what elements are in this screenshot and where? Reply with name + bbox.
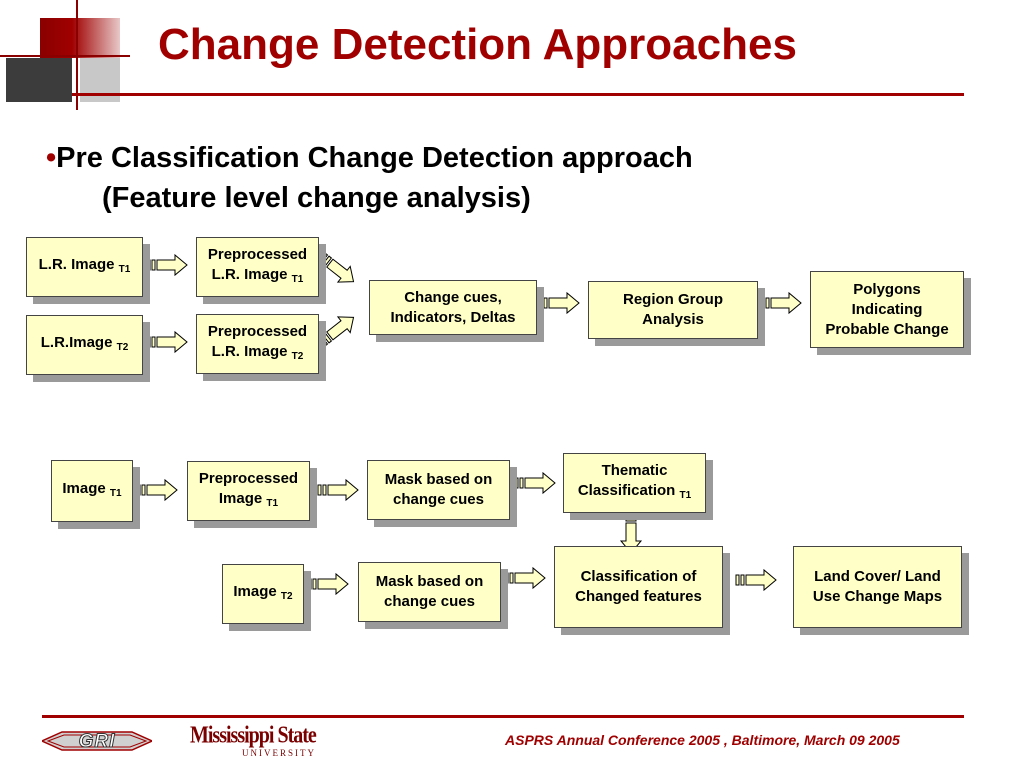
- polygons-line3: Probable Change: [825, 320, 949, 338]
- arrow-pre-to-mask1: [317, 479, 359, 501]
- pre-image-t1-sub: T1: [266, 497, 279, 509]
- box-mask-t2: Mask based on change cues: [358, 562, 501, 622]
- pre-image-t1-line1: Preprocessed: [198, 469, 299, 487]
- msu-logo: Mississippi State UNIVERSITY: [190, 722, 320, 764]
- footer-rule: [42, 715, 964, 718]
- image-t1-label: Image: [62, 479, 106, 497]
- bullet-dot: •: [46, 142, 57, 174]
- mask-t2-line1: Mask based on: [375, 573, 484, 590]
- thematic-line2: Classification: [577, 481, 676, 499]
- land-cover-line1: Land Cover/ Land: [814, 568, 941, 585]
- corner-square-dark: [6, 58, 72, 102]
- region-group-line2: Analysis: [642, 311, 704, 328]
- pre-image-t1-line2: Image: [218, 489, 263, 507]
- lr-image-t2-label: L.R.Image: [40, 333, 113, 351]
- title-rule: [72, 93, 964, 96]
- box-lr-image-t1: L.R. Image T1: [26, 237, 143, 297]
- arrow-region-to-polygons: [760, 292, 802, 314]
- mask-t1-line1: Mask based on: [384, 471, 493, 488]
- arrow-img1-to-pre: [136, 479, 178, 501]
- arrow-classification-to-landcover: [735, 569, 777, 591]
- arrow-mask2-to-classification: [504, 567, 546, 589]
- box-image-t1: Image T1: [51, 460, 133, 522]
- mask-t1-line2: change cues: [393, 491, 484, 508]
- pre-t2-line2: L.R. Image: [211, 342, 288, 360]
- region-group-line1: Region Group: [623, 291, 723, 308]
- box-image-t2: Image T2: [222, 564, 304, 624]
- change-cues-line1: Change cues,: [404, 288, 502, 306]
- msu-logo-subtext: UNIVERSITY: [242, 748, 316, 758]
- classification-line2: Changed features: [575, 588, 702, 605]
- page-title: Change Detection Approaches: [158, 20, 797, 69]
- arrow-lr2-to-pre2: [146, 331, 188, 353]
- arrow-change-to-region: [538, 292, 580, 314]
- pre-t1-sub: T1: [291, 273, 304, 285]
- arrow-lr1-to-pre1: [146, 254, 188, 276]
- msu-logo-text: Mississippi State: [190, 722, 317, 749]
- box-mask-t1: Mask based on change cues: [367, 460, 510, 520]
- box-change-cues: Change cues, Indicators, Deltas: [369, 280, 537, 335]
- pre-t1-line1: Preprocessed: [207, 245, 308, 263]
- change-cues-line2: Indicators, Deltas: [390, 308, 516, 326]
- classification-line1: Classification of: [580, 568, 697, 585]
- polygons-line2: Indicating: [851, 300, 923, 318]
- arrow-pre2-to-change: [315, 308, 361, 351]
- gri-logo: GRI: [40, 726, 154, 756]
- corner-horizontal-line: [0, 55, 130, 57]
- box-classification-changed: Classification of Changed features: [554, 546, 723, 628]
- lr-image-t1-label: L.R. Image: [38, 255, 115, 273]
- pre-t2-sub: T2: [291, 350, 304, 362]
- thematic-sub: T1: [679, 489, 692, 501]
- bullet-line-2: (Feature level change analysis): [102, 182, 531, 214]
- bullet-line-1: Pre Classification Change Detection appr…: [56, 142, 693, 174]
- corner-square-red: [40, 18, 120, 58]
- arrow-mask1-to-thematic: [514, 472, 556, 494]
- lr-image-t1-sub: T1: [118, 263, 131, 275]
- pre-t2-line1: Preprocessed: [207, 322, 308, 340]
- thematic-line1: Thematic: [601, 461, 668, 479]
- mask-t2-line2: change cues: [384, 593, 475, 610]
- box-lr-image-t2: L.R.Image T2: [26, 315, 143, 375]
- image-t2-label: Image: [233, 582, 277, 600]
- arrow-pre1-to-change: [315, 248, 361, 291]
- bullet-text: •Pre Classification Change Detection app…: [46, 138, 693, 218]
- footer-conference-text: ASPRS Annual Conference 2005 , Baltimore…: [505, 732, 900, 748]
- pre-t1-line2: L.R. Image: [211, 265, 288, 283]
- image-t2-sub: T2: [280, 590, 293, 602]
- lr-image-t2-sub: T2: [116, 341, 129, 353]
- polygons-line1: Polygons: [853, 280, 921, 298]
- image-t1-sub: T1: [109, 487, 122, 499]
- land-cover-line2: Use Change Maps: [812, 588, 943, 605]
- arrow-img2-to-mask2: [307, 573, 349, 595]
- gri-logo-text: GRI: [78, 731, 116, 753]
- corner-decoration: [0, 0, 130, 110]
